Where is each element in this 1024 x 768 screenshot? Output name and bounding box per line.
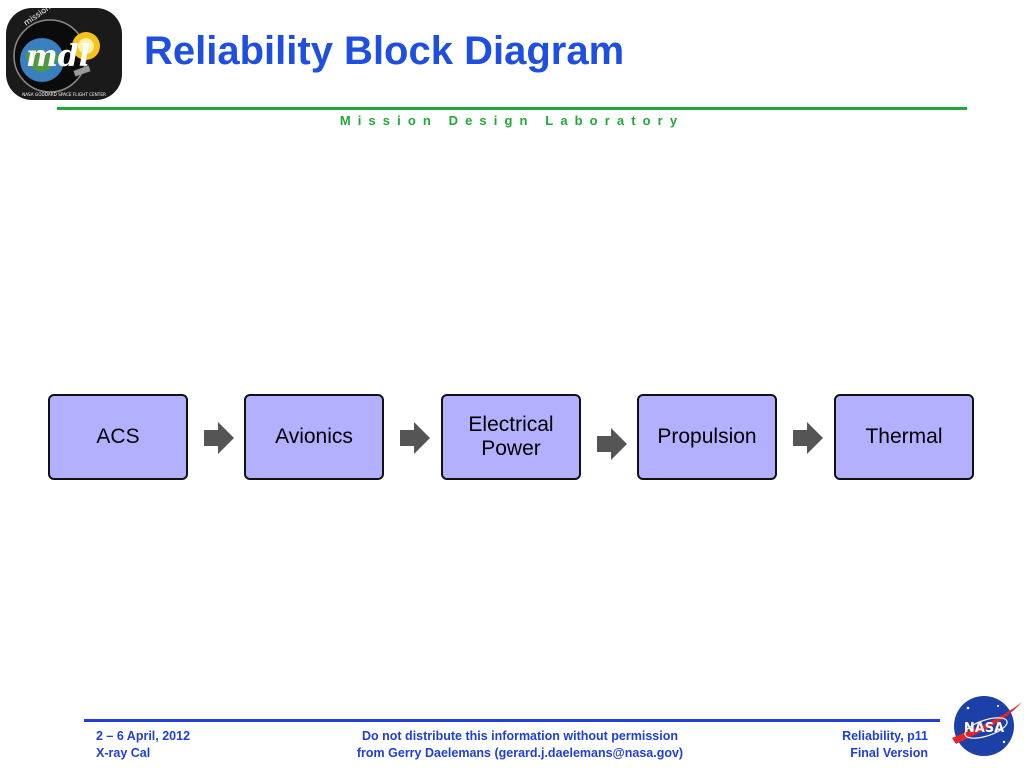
footer-page-info: Reliability, p11 Final Version (760, 728, 928, 762)
block-propulsion: Propulsion (637, 394, 777, 480)
block-electrical-power: Electrical Power (441, 394, 581, 480)
footer-notice-line1: Do not distribute this information witho… (362, 729, 678, 743)
block-avionics: Avionics (244, 394, 384, 480)
svg-text:NASA: NASA (964, 721, 1004, 736)
footer-page-number: Reliability, p11 (842, 729, 928, 743)
footer-version: Final Version (850, 746, 928, 760)
arrow-right-icon (400, 422, 430, 454)
block-acs: ACS (48, 394, 188, 480)
footer-date-block: 2 – 6 April, 2012 X-ray Cal (96, 728, 190, 762)
svg-text:NASA GODDARD SPACE FLIGHT CENT: NASA GODDARD SPACE FLIGHT CENTER (22, 92, 106, 97)
footer-study-name: X-ray Cal (96, 746, 151, 760)
lab-subtitle: Mission Design Laboratory (339, 113, 685, 128)
nasa-logo: NASA (952, 696, 1022, 756)
svg-text:mdl: mdl (26, 39, 90, 74)
header-divider (57, 107, 967, 110)
footer-divider (84, 719, 940, 722)
footer-notice-line2: from Gerry Daelemans (gerard.j.daelemans… (356, 746, 684, 760)
arrow-right-icon (597, 428, 627, 460)
footer-distribution-notice: Do not distribute this information witho… (318, 728, 722, 762)
footer-date: 2 – 6 April, 2012 (96, 729, 191, 743)
mdl-logo: mdl mission design lab NASA GODDARD SPAC… (6, 6, 122, 100)
arrow-right-icon (793, 422, 823, 454)
block-thermal: Thermal (834, 394, 974, 480)
page-title: Reliability Block Diagram (144, 29, 625, 73)
arrow-right-icon (204, 422, 234, 454)
